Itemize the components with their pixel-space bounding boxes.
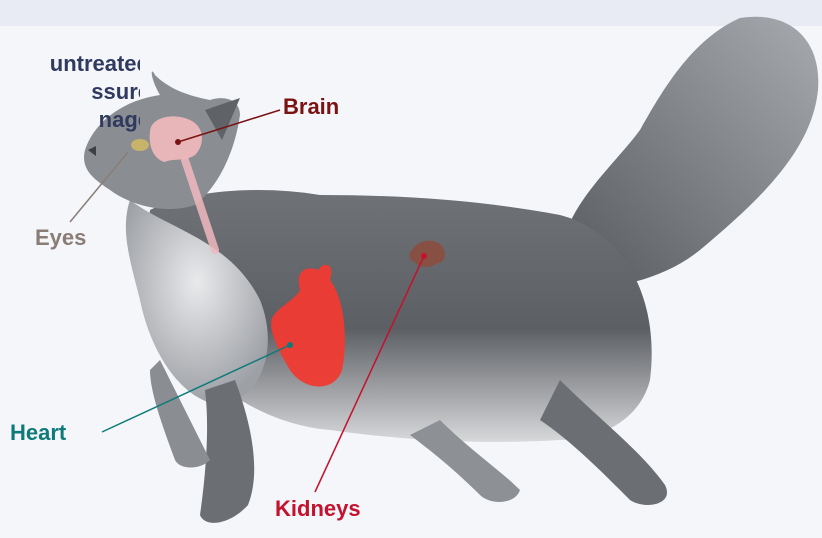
brain-leader-dot [175, 139, 181, 145]
heart-leader-dot [287, 342, 293, 348]
brain-organ [150, 116, 202, 162]
quote-line: ssure [0, 78, 140, 106]
quote-line: nage [0, 106, 140, 134]
kidneys-leader-dot [421, 253, 427, 259]
heart-label: Heart [10, 421, 66, 445]
quote-line: ” [0, 134, 140, 162]
quote-line: untreated [0, 50, 140, 78]
brain-label: Brain [283, 95, 339, 119]
kidneys-label: Kidneys [275, 497, 361, 521]
eyes-label: Eyes [35, 226, 86, 250]
quote-fragment: untreated ssure nage ” [0, 48, 140, 178]
